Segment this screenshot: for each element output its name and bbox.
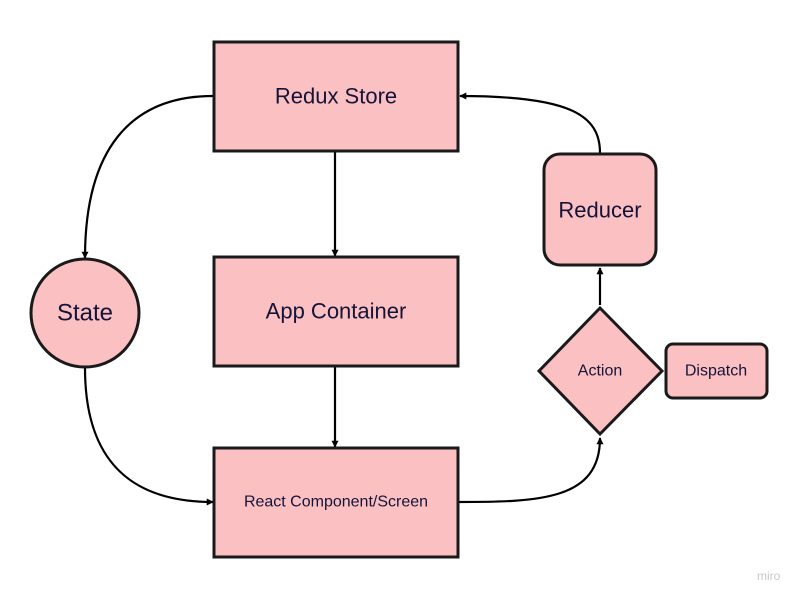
node-state: State xyxy=(29,257,141,369)
node-reducer: Reducer xyxy=(542,152,658,267)
node-dispatch: Dispatch xyxy=(664,342,769,400)
redux-store-label: Redux Store xyxy=(275,84,397,109)
node-redux-store: Redux Store xyxy=(212,40,460,153)
edge-reducer-to-store xyxy=(459,92,602,154)
edge-state-to-component xyxy=(83,367,214,506)
reducer-label: Reducer xyxy=(558,198,641,223)
edge-store-to-state xyxy=(81,94,214,259)
app-container-label: App Container xyxy=(266,299,407,324)
node-app-container: App Container xyxy=(212,255,460,368)
edge-component-to-action xyxy=(457,437,604,504)
miro-watermark: miro xyxy=(757,569,781,583)
react-component-label: React Component/Screen xyxy=(244,494,428,511)
node-react-component: React Component/Screen xyxy=(212,446,460,559)
dispatch-label: Dispatch xyxy=(685,363,747,380)
node-action: Action xyxy=(536,305,665,437)
state-label: State xyxy=(57,300,113,327)
action-label: Action xyxy=(578,363,622,380)
